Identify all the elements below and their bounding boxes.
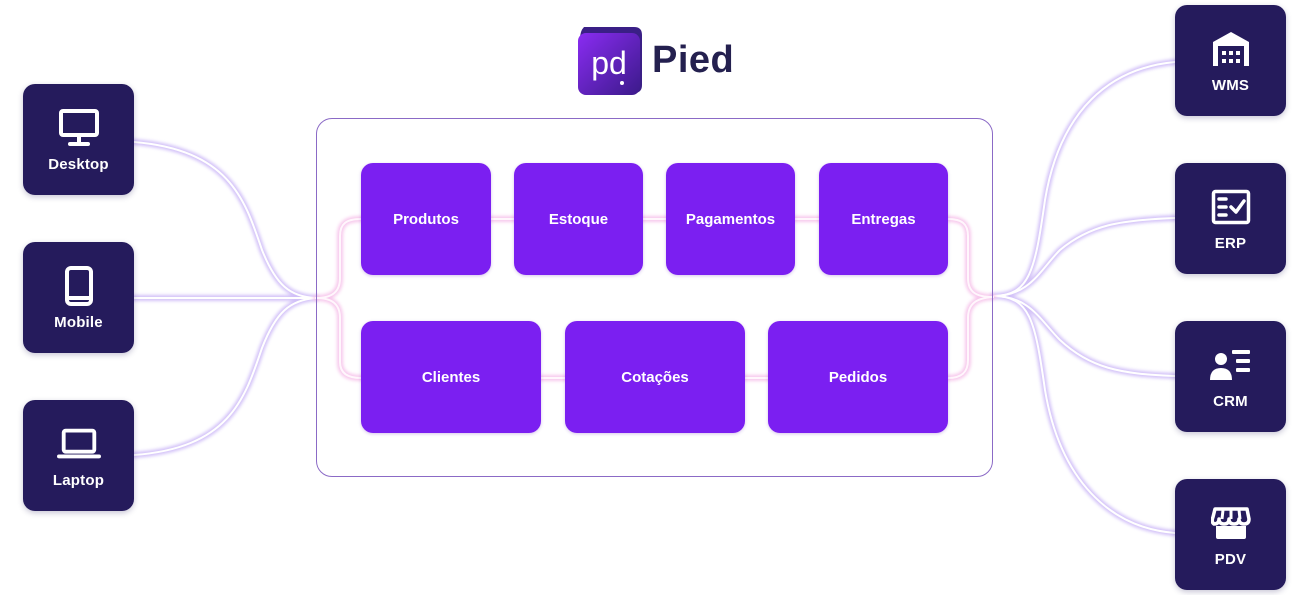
client-node-mobile[interactable]: Mobile — [23, 242, 134, 353]
module-label: Pedidos — [828, 368, 888, 386]
module-label: Entregas — [851, 210, 916, 228]
client-node-laptop[interactable]: Laptop — [23, 400, 134, 511]
logo-mark-icon: pd — [578, 25, 644, 95]
module-produtos[interactable]: Produtos — [361, 163, 491, 275]
client-label: Laptop — [52, 472, 105, 489]
integration-node-crm[interactable]: CRM — [1175, 321, 1286, 432]
integration-label: WMS — [1211, 77, 1250, 94]
checklist-icon — [1209, 185, 1253, 229]
module-label: Cotações — [621, 368, 689, 386]
module-pedidos[interactable]: Pedidos — [768, 321, 948, 433]
module-pagamentos[interactable]: Pagamentos — [666, 163, 795, 275]
module-label: Pagamentos — [685, 210, 776, 228]
module-clientes[interactable]: Clientes — [361, 321, 541, 433]
integration-label: CRM — [1213, 393, 1248, 410]
module-entregas[interactable]: Entregas — [819, 163, 948, 275]
right-connectors — [990, 59, 1178, 536]
integration-label: PDV — [1214, 551, 1247, 568]
platform-container — [316, 118, 993, 477]
contact-card-icon — [1209, 343, 1253, 387]
monitor-icon — [57, 106, 101, 150]
integration-node-wms[interactable]: WMS — [1175, 5, 1286, 116]
svg-text:pd: pd — [591, 45, 627, 81]
storefront-icon — [1209, 501, 1253, 545]
client-label: Mobile — [54, 314, 103, 331]
brand-logo[interactable]: pd Pied — [578, 24, 734, 96]
integration-label: ERP — [1214, 235, 1247, 252]
module-label: Produtos — [393, 210, 459, 228]
integration-node-erp[interactable]: ERP — [1175, 163, 1286, 274]
smartphone-icon — [57, 264, 101, 308]
laptop-icon — [56, 422, 101, 466]
integration-node-pdv[interactable]: PDV — [1175, 479, 1286, 590]
module-estoque[interactable]: Estoque — [514, 163, 643, 275]
warehouse-icon — [1209, 27, 1253, 71]
module-label: Estoque — [548, 210, 609, 228]
brand-name: Pied — [652, 38, 735, 81]
module-label: Clientes — [421, 368, 481, 386]
client-node-desktop[interactable]: Desktop — [23, 84, 134, 195]
client-label: Desktop — [48, 156, 109, 173]
module-cotacoes[interactable]: Cotações — [565, 321, 745, 433]
left-connectors — [131, 139, 319, 458]
